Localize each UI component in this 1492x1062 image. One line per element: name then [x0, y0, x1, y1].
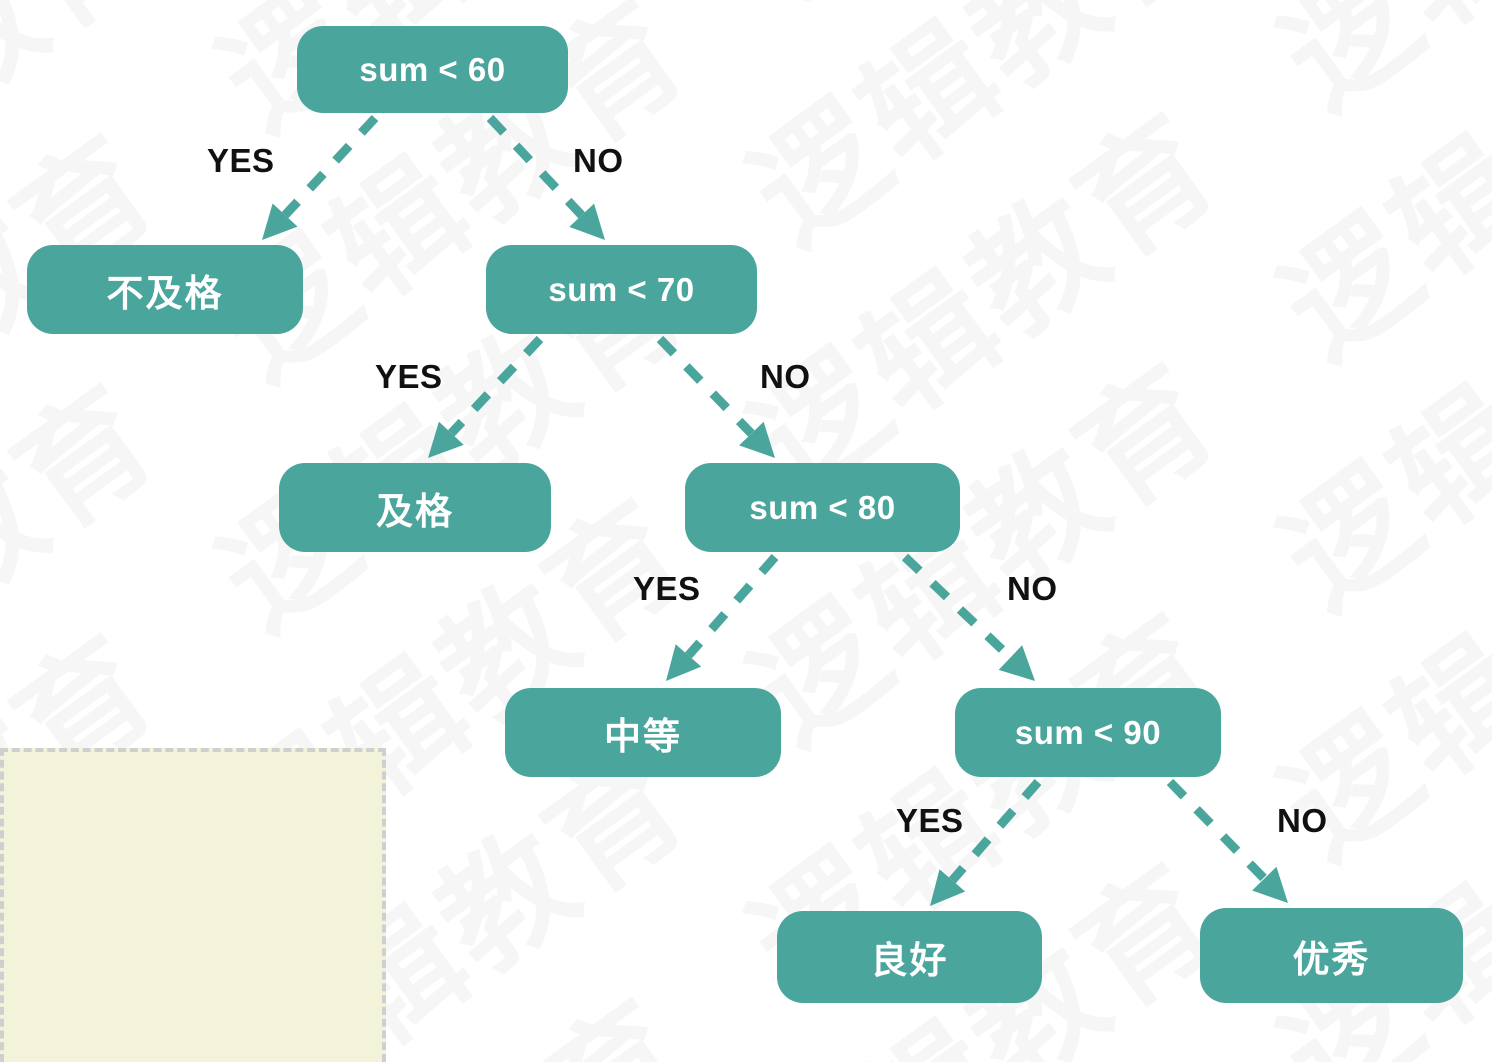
tree-node-mid[interactable]: 中等 — [505, 688, 781, 777]
tree-node-n80[interactable]: sum < 80 — [685, 463, 960, 552]
tree-node-n90[interactable]: sum < 90 — [955, 688, 1221, 777]
arrowhead-icon — [666, 644, 702, 681]
tree-node-label: 良好 — [870, 939, 949, 982]
edge-line — [685, 554, 779, 659]
watermark-text: 逻辑教育 — [0, 0, 210, 78]
tree-node-label: sum < 60 — [359, 50, 506, 88]
edge-line — [486, 114, 585, 219]
tree-node-label: 不及格 — [106, 271, 224, 315]
edge-label-no-e2: NO — [573, 142, 624, 179]
edge-line — [656, 335, 755, 437]
tree-node-exc[interactable]: 优秀 — [1200, 908, 1463, 1003]
arrowhead-icon — [998, 645, 1035, 681]
tree-node-n70[interactable]: sum < 70 — [486, 245, 757, 334]
edge-line — [901, 553, 1014, 661]
tree-node-label: sum < 90 — [1014, 713, 1162, 751]
arrowhead-icon — [1252, 866, 1288, 903]
tree-node-n60[interactable]: sum < 60 — [297, 26, 568, 113]
tree-node-label: 优秀 — [1292, 937, 1371, 981]
edge-label-no-e4: NO — [760, 358, 811, 395]
tree-node-fail[interactable]: 不及格 — [27, 245, 303, 334]
arrowhead-icon — [739, 421, 775, 458]
tree-node-label: 及格 — [376, 489, 454, 533]
tree-node-label: 中等 — [604, 714, 682, 758]
edge-line — [448, 335, 544, 437]
edge-line — [281, 114, 379, 219]
arrowhead-icon — [930, 869, 966, 906]
edge-label-yes-e1: YES — [207, 142, 275, 179]
edge-label-yes-e7: YES — [896, 802, 964, 839]
edge-label-yes-e5: YES — [633, 570, 701, 607]
arrowhead-icon — [569, 203, 605, 240]
tree-node-label: sum < 70 — [548, 270, 695, 308]
tree-node-good[interactable]: 良好 — [777, 911, 1042, 1003]
arrowhead-icon — [262, 203, 298, 240]
edge-label-yes-e3: YES — [375, 358, 443, 395]
edge-label-no-e8: NO — [1277, 802, 1328, 839]
watermark-text: 逻辑教育 — [1232, 0, 1492, 171]
watermark-text: 逻辑教育 — [1256, 0, 1492, 387]
watermark-text: 逻辑教育 — [725, 0, 1247, 273]
watermark-text: 逻辑教育 — [1256, 451, 1492, 887]
tree-node-pass[interactable]: 及格 — [279, 463, 551, 552]
edge-line — [948, 779, 1042, 884]
watermark-text: 逻辑教育 — [701, 1054, 1271, 1062]
watermark-text: 逻辑教育 — [1256, 201, 1492, 637]
note-box — [0, 748, 386, 1062]
edge-label-no-e6: NO — [1007, 570, 1058, 607]
tree-node-label: sum < 80 — [749, 488, 896, 526]
edge-line — [1166, 778, 1268, 882]
arrowhead-icon — [428, 421, 464, 458]
watermark-text: 逻辑教育 — [701, 0, 1271, 56]
